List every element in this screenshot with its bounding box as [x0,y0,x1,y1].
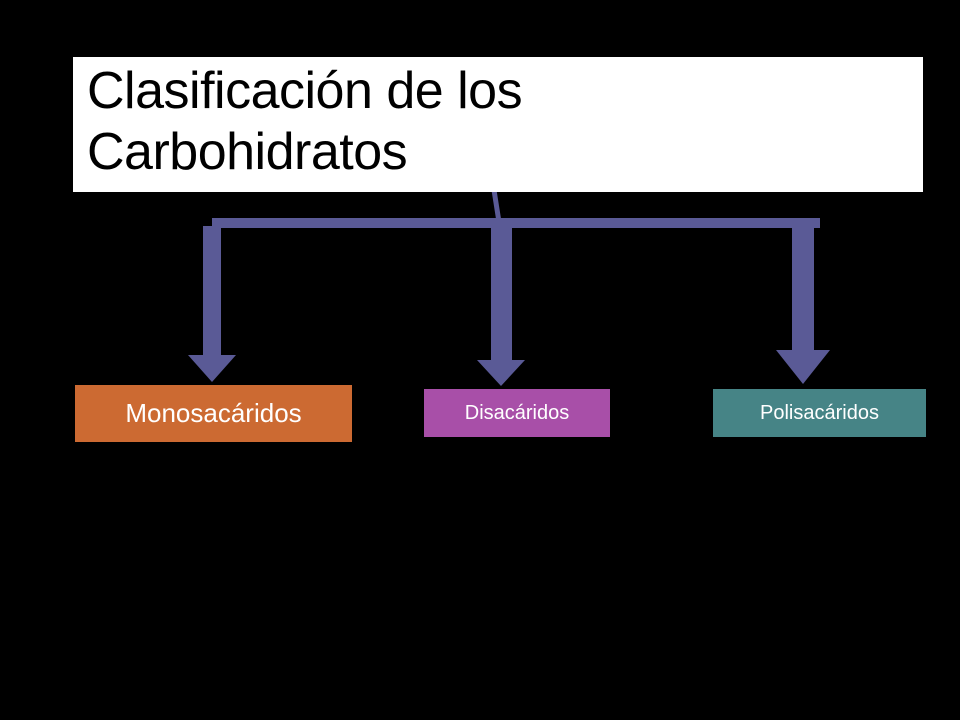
arrow-to-disacaridos [477,226,525,386]
title-line-1: Clasificación de los [87,62,523,120]
title-connector [491,189,502,223]
node-disacaridos: Disacáridos [424,389,610,437]
title-line-2: Carbohidratos [87,123,408,181]
title-box: Clasificación de los Carbohidratos [73,57,923,192]
node-monosacaridos: Monosacáridos [75,385,352,442]
arrow-to-polisacaridos [776,226,830,384]
node-polisacaridos: Polisacáridos [713,389,926,437]
arrow-to-monosacaridos [188,226,236,382]
horizontal-bar [212,218,820,228]
